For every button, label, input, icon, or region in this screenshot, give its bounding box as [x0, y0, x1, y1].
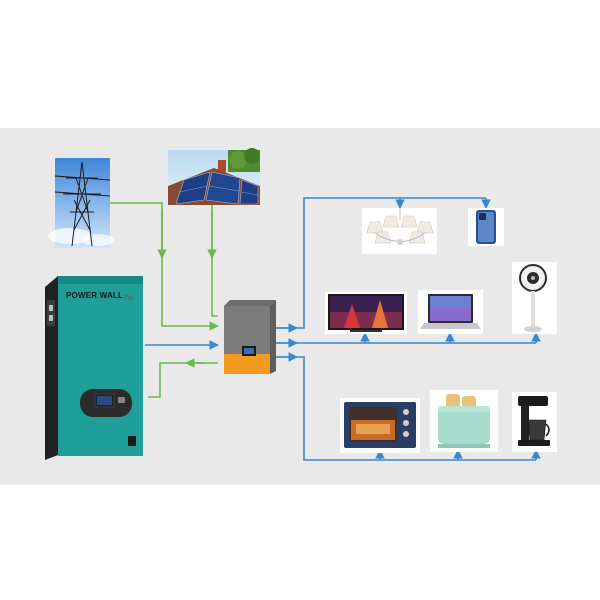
power-wall-battery: POWER WALL Fuji [45, 276, 143, 460]
bread-toaster-image [430, 390, 498, 452]
coffee-maker-image [512, 392, 557, 452]
inverter-to-battery-line [148, 362, 218, 398]
solar-panel-roof-image [168, 148, 260, 205]
television-image [325, 292, 407, 334]
laptop-image [418, 290, 483, 334]
battery-brand-logo: Fuji [123, 295, 134, 301]
chandelier-image [362, 208, 437, 254]
battery-title: POWER WALL [66, 291, 123, 300]
smartphone-image [468, 208, 504, 246]
grid-to-inverter-line [110, 202, 219, 331]
hybrid-inverter [224, 300, 276, 374]
fan-image [512, 262, 557, 334]
solar-to-inverter-line [211, 205, 218, 317]
ac-input-lines [110, 202, 219, 398]
power-grid-tower-image [48, 158, 114, 248]
battery-button [118, 397, 125, 403]
toaster-oven-image [340, 398, 420, 453]
